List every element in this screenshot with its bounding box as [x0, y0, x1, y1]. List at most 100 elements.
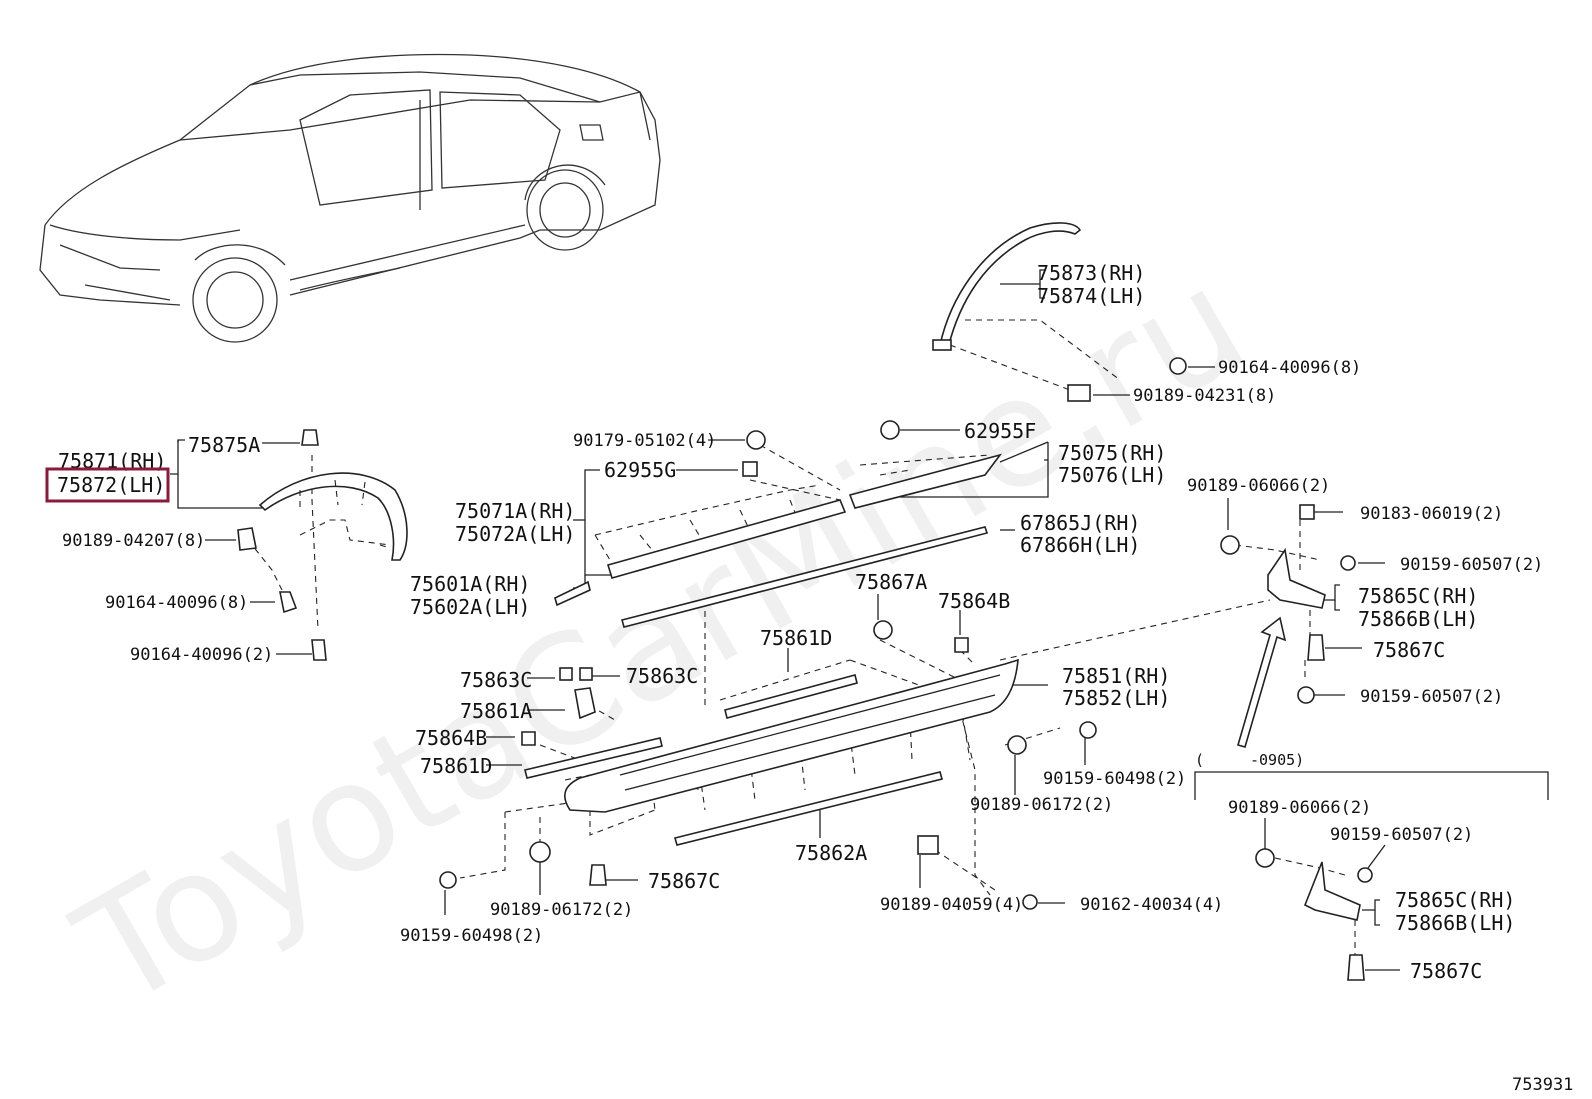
clip-icon [521, 731, 536, 746]
callout-75865C-t[interactable]: 75865C(RH) [1358, 584, 1478, 608]
rear-bracket [1267, 547, 1326, 609]
door-moulding-front [606, 499, 847, 579]
callout-90189-04231[interactable]: 90189-04231(8) [1133, 386, 1276, 406]
clip-icon [917, 835, 939, 855]
clip-icon [589, 864, 607, 886]
callout-75872[interactable]: 75872(LH) [57, 473, 165, 497]
clip-icon [529, 841, 551, 863]
watermark: ToyotaCarMine.ru [50, 235, 1273, 1041]
callout-90159-60507-b[interactable]: 90159-60507(2) [1330, 825, 1473, 845]
callout-67865J[interactable]: 67865J(RH) [1020, 511, 1140, 535]
callout-75865C-b[interactable]: 75865C(RH) [1395, 888, 1515, 912]
door-moulding-rear [848, 453, 1003, 509]
screw-icon [439, 871, 457, 889]
screw-icon [880, 420, 900, 440]
callout-90189-04207[interactable]: 90189-04207(8) [62, 531, 205, 551]
callout-75851[interactable]: 75851(RH) [1062, 664, 1170, 688]
callout-90162-40034[interactable]: 90162-40034(4) [1080, 895, 1223, 915]
clip-icon [1067, 384, 1091, 402]
rocker-strip-lower [524, 737, 663, 779]
callout-75862A[interactable]: 75862A [795, 841, 867, 865]
callout-75866B-b[interactable]: 75866B(LH) [1395, 911, 1515, 935]
callout-90189-04059[interactable]: 90189-04059(4) [880, 895, 1023, 915]
bracket-icon [574, 687, 596, 720]
diagram-code: 753931 [1512, 1075, 1573, 1095]
rocker-strip-upper [724, 674, 858, 719]
clip-icon [1255, 848, 1275, 868]
callout-90164-40096-8[interactable]: 90164-40096(8) [105, 593, 248, 613]
rear-fender-liner [939, 222, 1082, 350]
callout-75867A[interactable]: 75867A [855, 570, 927, 594]
callout-75866B-t[interactable]: 75866B(LH) [1358, 607, 1478, 631]
screw-icon [1079, 721, 1097, 739]
screw-icon [1297, 686, 1315, 704]
clip-icon [932, 339, 952, 351]
callout-90164-40096-8b[interactable]: 90164-40096(8) [1218, 358, 1361, 378]
callout-90189-06066-b[interactable]: 90189-06066(2) [1228, 798, 1371, 818]
callout-75864B-a[interactable]: 75864B [938, 589, 1010, 613]
car-illustration [39, 53, 661, 343]
callout-75076[interactable]: 75076(LH) [1058, 463, 1166, 487]
rocker-strip-bottom [674, 771, 943, 846]
callout-75861D-a[interactable]: 75861D [760, 626, 832, 650]
screw-icon [279, 591, 298, 614]
callout-62955G[interactable]: 62955G [604, 458, 676, 482]
callout-90159-60498-l[interactable]: 90159-60498(2) [400, 926, 543, 946]
parts [237, 222, 1373, 981]
callout-75867C-b[interactable]: 75867C [1410, 959, 1482, 983]
protector-strip [621, 526, 989, 628]
callout-75874[interactable]: 75874(LH) [1037, 284, 1145, 308]
clip-icon [301, 429, 319, 446]
callout-90179-05102[interactable]: 90179-05102(4) [573, 431, 716, 451]
callout-90159-60498-r[interactable]: 90159-60498(2) [1043, 769, 1186, 789]
clip-icon [742, 461, 758, 477]
clip-icon [1220, 535, 1240, 555]
rear-bracket-inset [1303, 861, 1361, 921]
callout-75864B-b[interactable]: 75864B [415, 726, 487, 750]
callout-75863C-r[interactable]: 75863C [626, 664, 698, 688]
clip-icon [1307, 634, 1325, 661]
clip-icon [1347, 954, 1365, 981]
screw-icon [1022, 894, 1038, 910]
callout-75875A[interactable]: 75875A [188, 433, 260, 457]
callout-75075[interactable]: 75075(RH) [1058, 441, 1166, 465]
callout-75867C-m[interactable]: 75867C [648, 869, 720, 893]
callout-75861D-b[interactable]: 75861D [420, 754, 492, 778]
callout-90189-06066-t[interactable]: 90189-06066(2) [1187, 476, 1330, 496]
screw-icon [311, 639, 327, 661]
callout-75852[interactable]: 75852(LH) [1062, 686, 1170, 710]
pad-icon [579, 667, 593, 681]
front-fender-liner [258, 472, 408, 561]
clip-icon [954, 637, 969, 653]
callout-90189-06172-r[interactable]: 90189-06172(2) [970, 795, 1113, 815]
callout-75863C-l[interactable]: 75863C [460, 668, 532, 692]
callout-75602A[interactable]: 75602A(LH) [410, 595, 530, 619]
callout-75861A[interactable]: 75861A [460, 699, 532, 723]
callout-62955F[interactable]: 62955F [964, 419, 1036, 443]
screw-icon [1169, 357, 1187, 375]
callout-67866H[interactable]: 67866H(LH) [1020, 533, 1140, 557]
clip-icon [1299, 504, 1315, 520]
range-open: ( [1195, 751, 1204, 769]
rocker-panel [564, 658, 1019, 813]
callout-75867C-t[interactable]: 75867C [1373, 638, 1445, 662]
callout-75601A[interactable]: 75601A(RH) [410, 572, 530, 596]
callout-75873[interactable]: 75873(RH) [1037, 261, 1145, 285]
callout-75071A[interactable]: 75071A(RH) [455, 499, 575, 523]
range-label: -0905) [1250, 751, 1304, 769]
callout-labels: 75871(RH) 75872(LH) 75875A 90189-04207(8… [45, 261, 1573, 1095]
arrow-up-icon [1237, 616, 1287, 748]
screw-icon [1340, 555, 1356, 571]
clip-icon [237, 527, 257, 551]
callout-90189-06172-l[interactable]: 90189-06172(2) [490, 900, 633, 920]
clip-icon [873, 620, 893, 640]
callout-90159-60507-t[interactable]: 90159-60507(2) [1400, 555, 1543, 575]
moulding-end-piece [554, 580, 591, 607]
highlight-box [45, 467, 170, 503]
callout-90159-60507-t2[interactable]: 90159-60507(2) [1360, 687, 1503, 707]
callout-90164-40096-2[interactable]: 90164-40096(2) [130, 645, 273, 665]
pad-icon [559, 667, 573, 681]
callout-90183-06019[interactable]: 90183-06019(2) [1360, 504, 1503, 524]
callout-75072A[interactable]: 75072A(LH) [455, 522, 575, 546]
clip-icon [746, 430, 766, 450]
